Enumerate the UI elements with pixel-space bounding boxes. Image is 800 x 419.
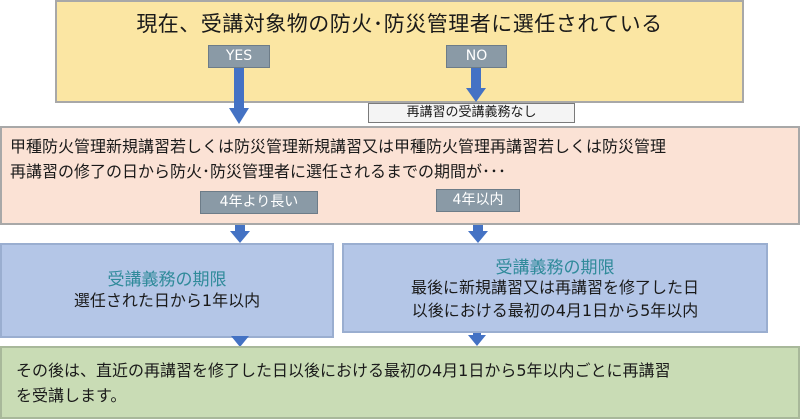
yes-label: YES: [208, 45, 270, 68]
subsequent-training-text: その後は、直近の再講習を修了した日以後における最初の4月1日から5年以内ごとに再…: [16, 358, 788, 408]
deadline-box-longer: 受講義務の期限 選任された日から1年以内: [0, 243, 334, 338]
current-appointment-question: 現在、受講対象物の防火･防災管理者に選任されている: [136, 12, 663, 36]
subsequent-training-line2: を受講します。: [16, 386, 127, 405]
longer-arrow: [230, 225, 250, 243]
yes-arrow: [229, 68, 249, 124]
subsequent-training-line1: その後は、直近の再講習を修了した日以後における最初の4月1日から5年以内ごとに再…: [16, 361, 671, 380]
deadline-body-within: 最後に新規講習又は再講習を修了した日 以後における最初の4月1日から5年以内: [344, 276, 766, 322]
no-arrow: [466, 68, 486, 102]
deadline-body-longer: 選任された日から1年以内: [73, 291, 261, 310]
period-condition-text: 甲種防火管理新規講習若しくは防災管理新規講習又は甲種防火管理再講習若しくは防災管…: [10, 134, 794, 184]
deadline-heading-longer: 受講義務の期限: [107, 270, 227, 290]
no-obligation-note: 再講習の受講義務なし: [368, 103, 575, 123]
deadline-body-within-line2: 以後における最初の4月1日から5年以内: [411, 301, 699, 320]
left-to-bottom-arrow: [231, 336, 249, 347]
deadline-heading-within: 受講義務の期限: [495, 258, 615, 278]
period-condition-line2: 再講習の修了の日から防火･防災管理者に選任されるまでの期間が･･･: [10, 162, 507, 181]
subsequent-training-box: その後は、直近の再講習を修了した日以後における最初の4月1日から5年以内ごとに再…: [0, 346, 800, 419]
deadline-body-within-line1: 最後に新規講習又は再講習を修了した日: [410, 278, 699, 297]
deadline-box-within: 受講義務の期限 最後に新規講習又は再講習を修了した日 以後における最初の4月1日…: [342, 243, 768, 333]
period-condition-line1: 甲種防火管理新規講習若しくは防災管理新規講習又は甲種防火管理再講習若しくは防災管…: [10, 137, 667, 156]
within-4-years-label: 4年以内: [436, 189, 520, 212]
current-appointment-box: 現在、受講対象物の防火･防災管理者に選任されている: [55, 0, 744, 103]
within-arrow: [468, 225, 488, 243]
right-to-bottom-arrow: [468, 333, 486, 346]
period-condition-box: 甲種防火管理新規講習若しくは防災管理新規講習又は甲種防火管理再講習若しくは防災管…: [0, 126, 800, 225]
no-label: NO: [446, 45, 507, 68]
longer-than-4-years-label: 4年より長い: [200, 191, 318, 214]
